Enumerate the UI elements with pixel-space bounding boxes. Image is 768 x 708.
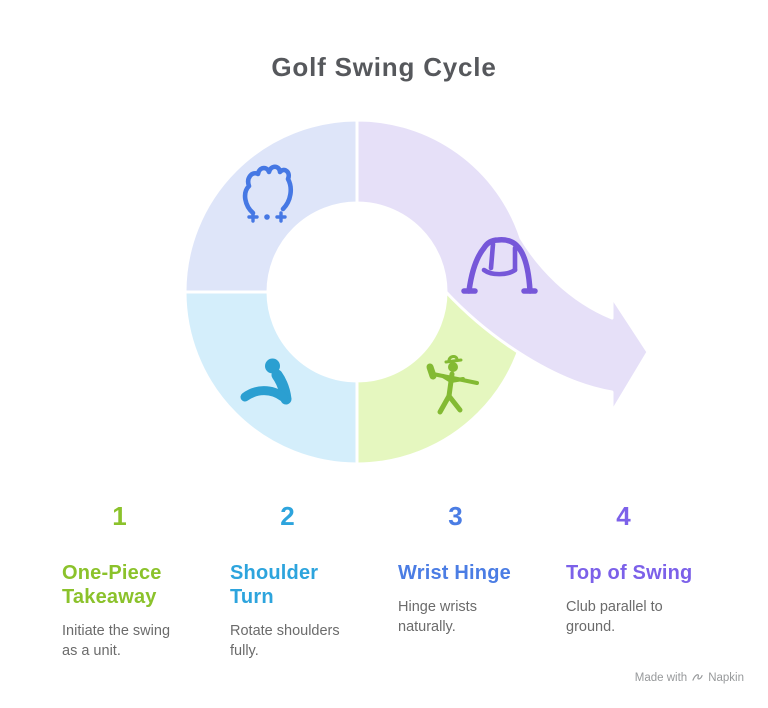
step-number: 4	[616, 501, 631, 531]
swing-icon	[461, 237, 538, 294]
golfer-icon	[426, 355, 479, 415]
step-number: 1	[112, 501, 127, 531]
glove-icon	[242, 164, 294, 223]
step-title: Top of Swing	[566, 562, 693, 584]
segment-top-left	[183, 118, 359, 294]
step-title: Wrist Hinge	[398, 562, 511, 584]
step-number: 2	[280, 501, 295, 531]
segment-arrow-swoosh	[355, 118, 650, 414]
diagram-title: Golf Swing Cycle	[271, 52, 497, 82]
segment-bottom-left	[183, 290, 359, 466]
step-description: Hinge wrists naturally.	[398, 599, 477, 635]
napkin-logo-icon	[692, 674, 703, 681]
watermark-brand: Napkin	[708, 671, 744, 684]
watermark-prefix: Made with	[634, 671, 688, 684]
napkin-watermark: Made with Napkin	[635, 671, 744, 684]
step-column-1: 1 One-Piece Takeaway Initiate the swing …	[62, 503, 230, 661]
step-column-3: 3 Wrist Hinge Hinge wrists naturally.	[398, 503, 566, 661]
step-column-4: 4 Top of Swing Club parallel to ground.	[566, 503, 734, 661]
step-column-2: 2 Shoulder Turn Rotate shoulders fully.	[230, 503, 398, 661]
step-title: One-Piece Takeaway	[62, 562, 162, 608]
step-description: Initiate the swing as a unit.	[62, 623, 171, 659]
step-number: 3	[448, 501, 463, 531]
step-description: Club parallel to ground.	[566, 599, 663, 635]
step-title: Shoulder Turn	[230, 562, 319, 608]
bending-person-icon	[240, 358, 292, 405]
step-description: Rotate shoulders fully.	[230, 623, 340, 659]
steps-row: 1 One-Piece Takeaway Initiate the swing …	[62, 503, 734, 661]
